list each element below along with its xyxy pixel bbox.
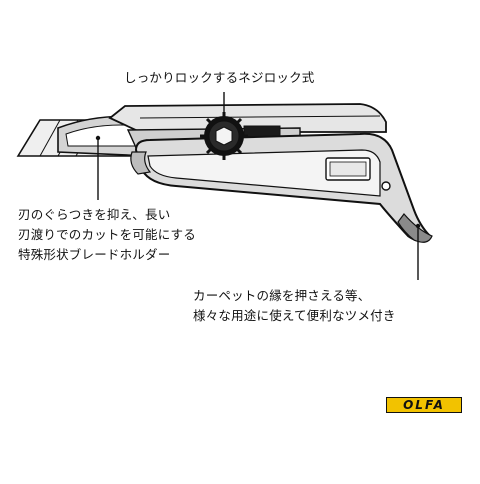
upper-body (108, 103, 387, 133)
handle (130, 132, 432, 242)
callout-hook: カーペットの縁を押さえる等、 様々な用途に使えて便利なツメ付き (193, 286, 396, 326)
callout-blade-holder-line: 特殊形状ブレードホルダー (18, 247, 171, 262)
callout-blade-holder-line: 刃渡りでのカットを可能にする (18, 227, 196, 242)
screw-lock-wheel-icon (200, 112, 248, 160)
leader-lines (97, 92, 419, 280)
callout-hook-line: 様々な用途に使えて便利なツメ付き (193, 308, 396, 323)
callout-screw-lock-text: しっかりロックするネジロック式 (124, 70, 315, 85)
olfa-logo-text: OLFA (403, 398, 445, 412)
callout-hook-line: カーペットの縁を押さえる等、 (193, 288, 371, 303)
callout-blade-holder: 刃のぐらつきを抑え、長い 刃渡りでのカットを可能にする 特殊形状ブレードホルダー (18, 205, 196, 265)
leader-dots (95, 115, 421, 229)
callout-blade-holder-line: 刃のぐらつきを抑え、長い (18, 207, 171, 222)
olfa-logo: OLFA (386, 397, 462, 413)
callout-screw-lock: しっかりロックするネジロック式 (124, 68, 315, 88)
